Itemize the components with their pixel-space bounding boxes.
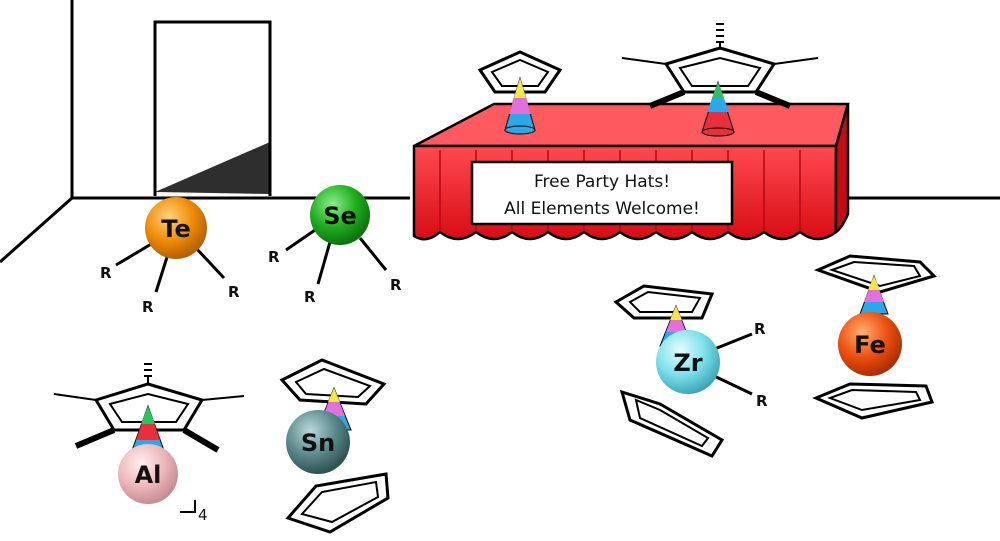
sn-atom-label: Sn bbox=[301, 429, 335, 457]
party-hat-cone-icon bbox=[504, 76, 536, 135]
pentamethylcyclopentadienyl-ring-icon bbox=[53, 363, 245, 453]
r-label: R bbox=[756, 392, 768, 410]
floor-side-edge bbox=[0, 196, 73, 264]
selenium-molecule: R R R Se bbox=[268, 185, 402, 306]
party-table: Free Party Hats! All Elements Welcome! bbox=[412, 102, 850, 241]
zr-atom-sphere bbox=[656, 330, 720, 394]
zr-atom-label: Zr bbox=[673, 349, 702, 377]
te-atom-label: Te bbox=[161, 215, 190, 243]
fe-atom-sphere bbox=[838, 312, 902, 376]
party-sign: Free Party Hats! All Elements Welcome! bbox=[470, 160, 734, 226]
r-label: R bbox=[268, 248, 280, 266]
te-atom-sphere bbox=[145, 197, 207, 259]
cyclopentadienyl-ring-icon bbox=[285, 472, 390, 534]
zirconium-molecule: R R Zr bbox=[613, 284, 768, 458]
party-hat-cpstar bbox=[621, 23, 819, 137]
al-atom-sphere bbox=[118, 444, 178, 504]
doorway bbox=[153, 20, 272, 196]
cyclopentadienyl-ring-icon bbox=[477, 50, 563, 94]
tellurium-molecule: R R R Te bbox=[100, 197, 240, 316]
party-hat-cone-icon bbox=[701, 80, 735, 137]
se-atom-label: Se bbox=[323, 202, 357, 230]
r-label: R bbox=[142, 298, 154, 316]
cyclopentadienyl-ring-icon bbox=[619, 389, 725, 458]
r-label: R bbox=[100, 264, 112, 282]
cyclopentadienyl-ring-icon bbox=[812, 382, 935, 420]
tetramer-bracket-icon bbox=[180, 500, 196, 513]
sign-board bbox=[470, 160, 734, 226]
al-atom-label: Al bbox=[135, 461, 162, 489]
cyclopentadienyl-ring-icon bbox=[613, 284, 715, 320]
sign-line-2: All Elements Welcome! bbox=[504, 199, 700, 219]
doorway-shadow bbox=[155, 142, 270, 194]
sign-line-1: Free Party Hats! bbox=[534, 172, 670, 192]
aluminum-molecule: Al 4 bbox=[53, 363, 245, 524]
party-hat-cone-icon bbox=[859, 274, 889, 315]
fe-atom-label: Fe bbox=[854, 331, 886, 359]
r-label: R bbox=[754, 320, 766, 338]
tin-molecule: Sn bbox=[279, 358, 390, 534]
tetramer-subscript: 4 bbox=[198, 506, 208, 524]
cyclopentadienyl-ring-icon bbox=[279, 358, 387, 406]
doorway-frame bbox=[153, 20, 272, 196]
sn-atom-sphere bbox=[286, 410, 350, 474]
party-hat-cp bbox=[477, 50, 563, 135]
r-label: R bbox=[304, 288, 316, 306]
tablecloth-side bbox=[834, 103, 850, 235]
iron-molecule: Fe bbox=[812, 254, 937, 420]
r-label: R bbox=[228, 283, 240, 301]
party-hat-cone-icon bbox=[129, 404, 167, 457]
r-label: R bbox=[390, 276, 402, 294]
pentamethylcyclopentadienyl-ring-icon bbox=[621, 23, 819, 109]
table-top bbox=[413, 102, 850, 148]
se-atom-sphere bbox=[310, 185, 370, 245]
